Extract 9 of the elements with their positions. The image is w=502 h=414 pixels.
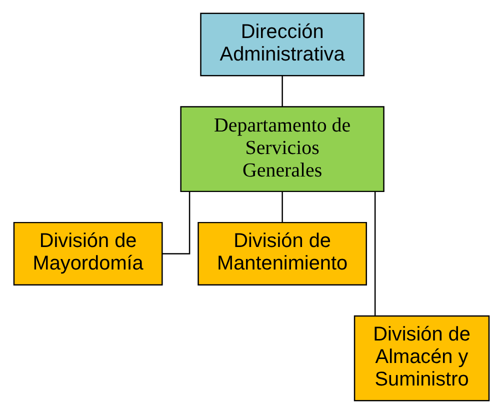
connector <box>374 192 376 316</box>
node-box: División de Mayordomía <box>12 222 162 286</box>
connector <box>281 192 282 222</box>
node-box: División de Almacén y Suministro <box>353 315 490 402</box>
node-box: División de Mantenimiento <box>197 222 366 286</box>
connector <box>281 76 282 107</box>
node-box: Departamento de Servicios Generales <box>180 106 384 192</box>
node-box: Dirección Administrativa <box>200 12 364 76</box>
connector <box>162 192 190 254</box>
